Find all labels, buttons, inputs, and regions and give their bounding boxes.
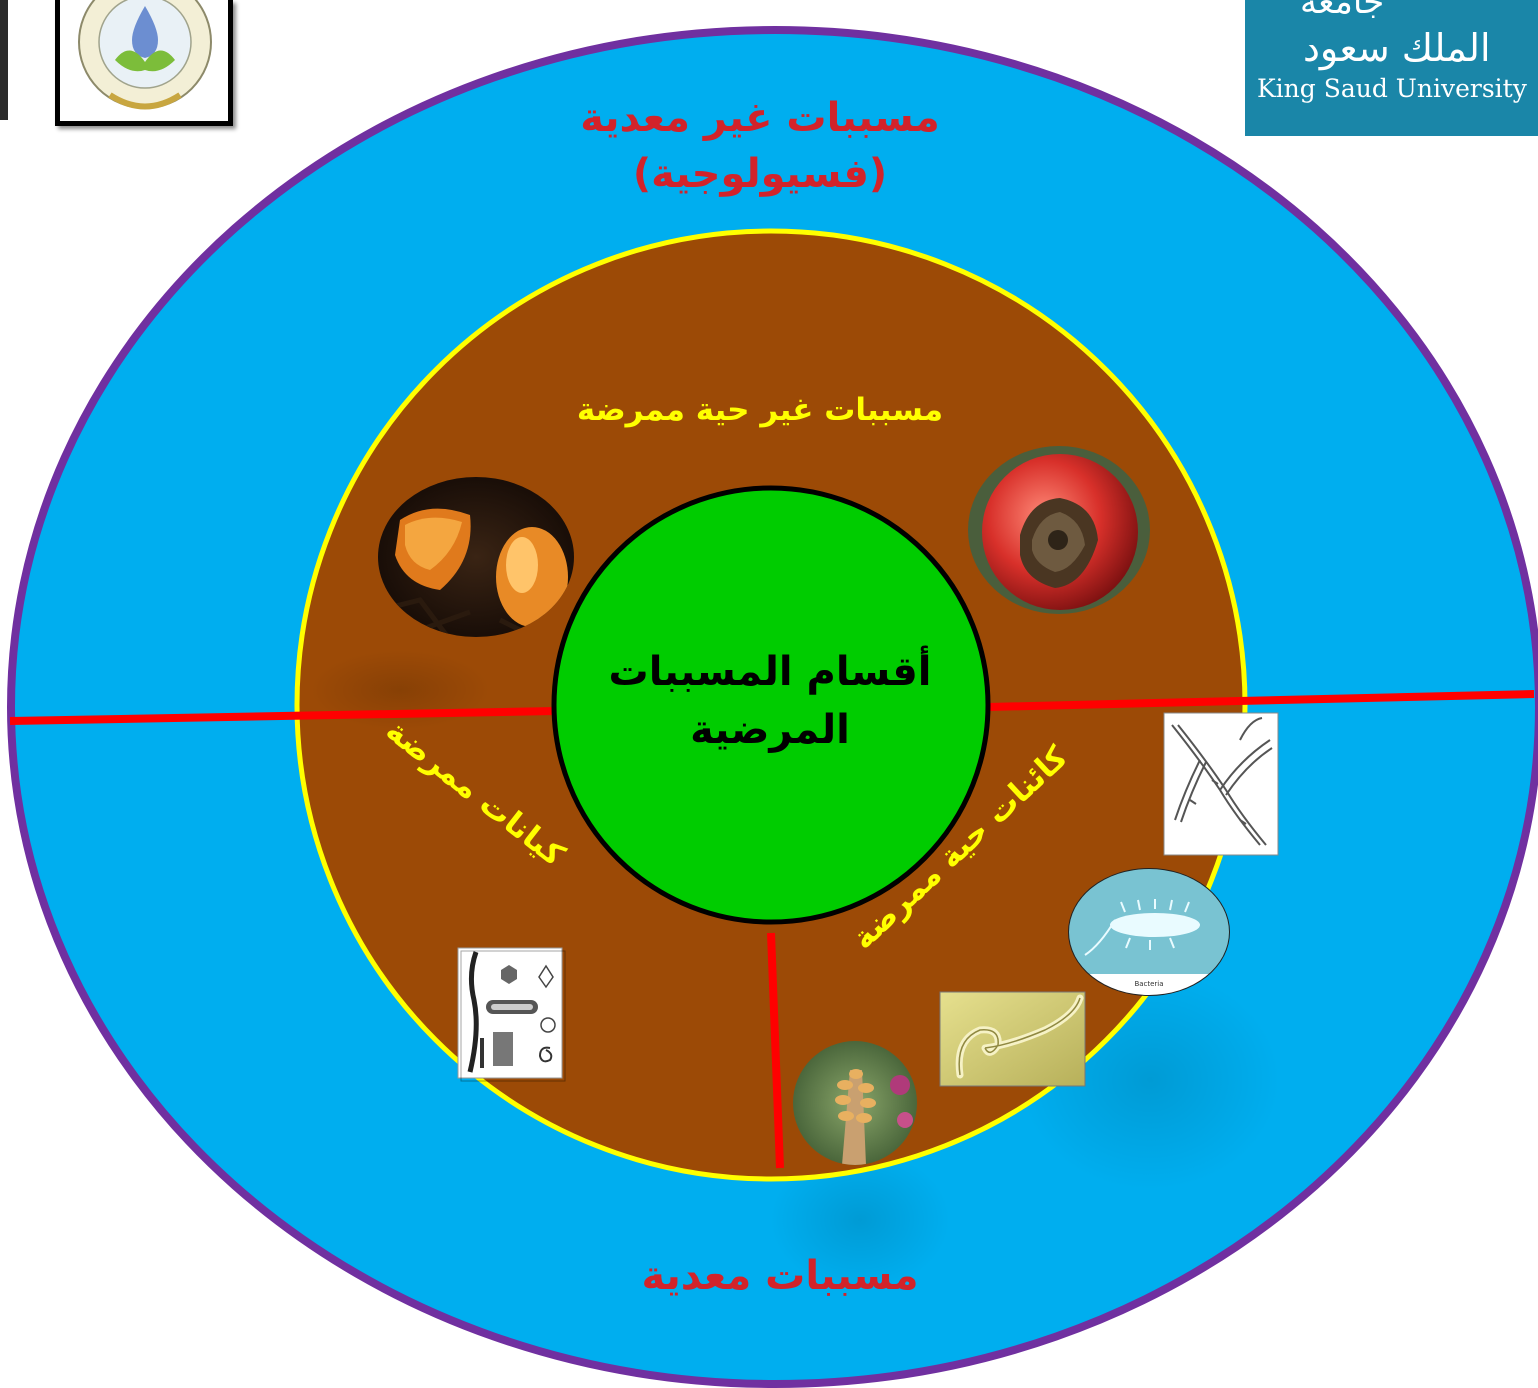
bacterium-micrograph-icon: Bacteria [1068, 868, 1230, 996]
outer-bottom-label: مسببات معدية [641, 1253, 919, 1299]
divider-left [9, 707, 557, 725]
nematode-micrograph-icon [939, 991, 1086, 1087]
ksu-english-name: King Saud University [1257, 74, 1527, 103]
center-line2: المرضية [690, 707, 850, 753]
center-circle [551, 485, 991, 925]
fungal-hyphae-drawing-icon [1163, 712, 1279, 856]
outer-top-line2: (فسيولوجية) [632, 151, 888, 197]
diseased-tomato-icon [968, 446, 1150, 614]
center-line1: أقسام المسببات [608, 649, 932, 695]
parasitic-plant-icon [793, 1041, 917, 1165]
ksu-arabic-name: الملك سعود [1303, 26, 1491, 70]
virus-shapes-plate-icon [457, 947, 566, 1082]
divider-bottom [767, 932, 784, 1169]
ring-shadow [770, 1150, 950, 1290]
outer-top-label: مسببات غير معدية (فسيولوجية) [520, 90, 1000, 202]
bacteria-caption: Bacteria [1134, 980, 1163, 988]
left-edge-strip [0, 0, 8, 120]
orange-cup-fungus-icon [378, 477, 574, 637]
king-saud-university-logo-icon: جامعة الملك سعود King Saud University [1245, 0, 1538, 136]
ksu-arabic-name-top: جامعة [1300, 0, 1385, 22]
outer-top-line1: مسببات غير معدية [580, 95, 940, 141]
college-logo-frame [55, 0, 233, 126]
inner-top-label: مسببات غير حية ممرضة [576, 392, 944, 428]
center-label: أقسام المسببات المرضية [560, 643, 980, 759]
college-food-agriculture-seal-icon [78, 0, 212, 110]
divider-right [987, 690, 1535, 711]
